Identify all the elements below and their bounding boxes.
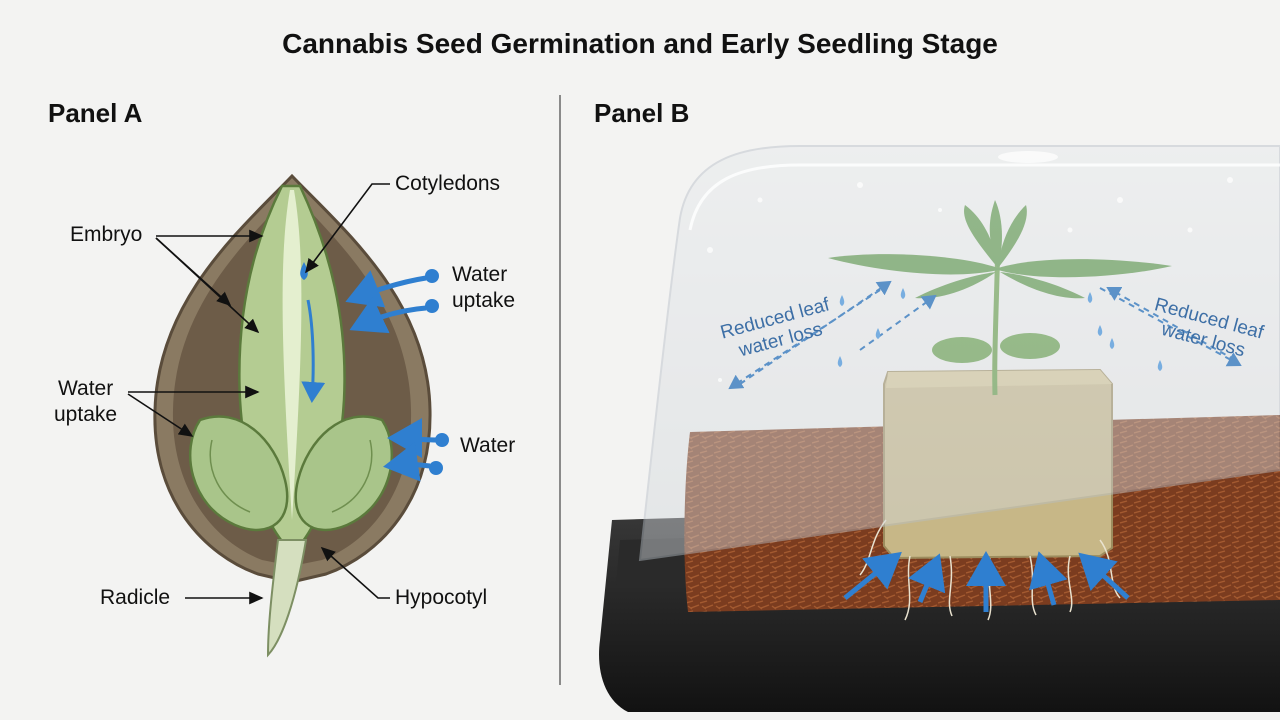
label-water-uptake-top-2: uptake <box>452 288 515 314</box>
label-cotyledons: Cotyledons <box>395 171 500 197</box>
label-embryo: Embryo <box>70 222 142 248</box>
label-hypocotyl: Hypocotyl <box>395 585 487 611</box>
label-radicle: Radicle <box>100 585 170 611</box>
label-water-uptake-left-1: Water <box>58 376 113 402</box>
label-water-uptake-left-2: uptake <box>54 402 117 428</box>
label-water-right: Water <box>460 433 515 459</box>
seed-illustration <box>155 176 430 655</box>
label-water-uptake-top-1: Water <box>452 262 507 288</box>
